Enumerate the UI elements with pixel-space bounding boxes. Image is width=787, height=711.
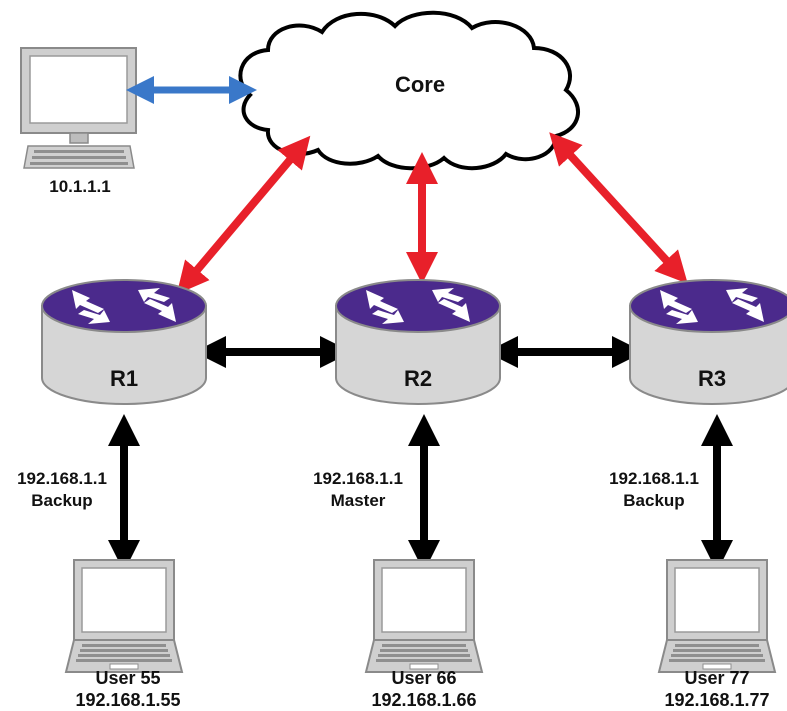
user-55-ip: 192.168.1.55: [75, 690, 180, 710]
user-66-name: User 66: [391, 668, 456, 688]
r3-vip-label: 192.168.1.1: [609, 469, 699, 488]
laptop-user-55: [65, 559, 183, 673]
r3-role-label: Backup: [623, 491, 684, 510]
router-label: R2: [404, 366, 432, 391]
host-ip-label: 10.1.1.1: [49, 177, 110, 196]
router-label: R3: [698, 366, 726, 391]
core-cloud: Core: [238, 10, 580, 171]
router-r1: R1: [41, 279, 207, 405]
laptop-user-66: [365, 559, 483, 673]
r1-core-link: [176, 135, 311, 295]
router-label: R1: [110, 366, 138, 391]
router-r3: R3: [629, 279, 787, 405]
desktop-computer: [20, 47, 137, 169]
r3-core-link: [549, 132, 688, 284]
router-r2: R2: [335, 279, 501, 405]
r2-vip-label: 192.168.1.1: [313, 469, 403, 488]
user-66-ip: 192.168.1.66: [371, 690, 476, 710]
r1-vip-label: 192.168.1.1: [17, 469, 107, 488]
r2-role-label: Master: [331, 491, 386, 510]
laptop-user-77: [658, 559, 776, 673]
user-55-name: User 55: [95, 668, 160, 688]
core-label: Core: [395, 72, 445, 97]
r1-role-label: Backup: [31, 491, 92, 510]
user-77-ip: 192.168.1.77: [664, 690, 769, 710]
user-77-name: User 77: [684, 668, 749, 688]
